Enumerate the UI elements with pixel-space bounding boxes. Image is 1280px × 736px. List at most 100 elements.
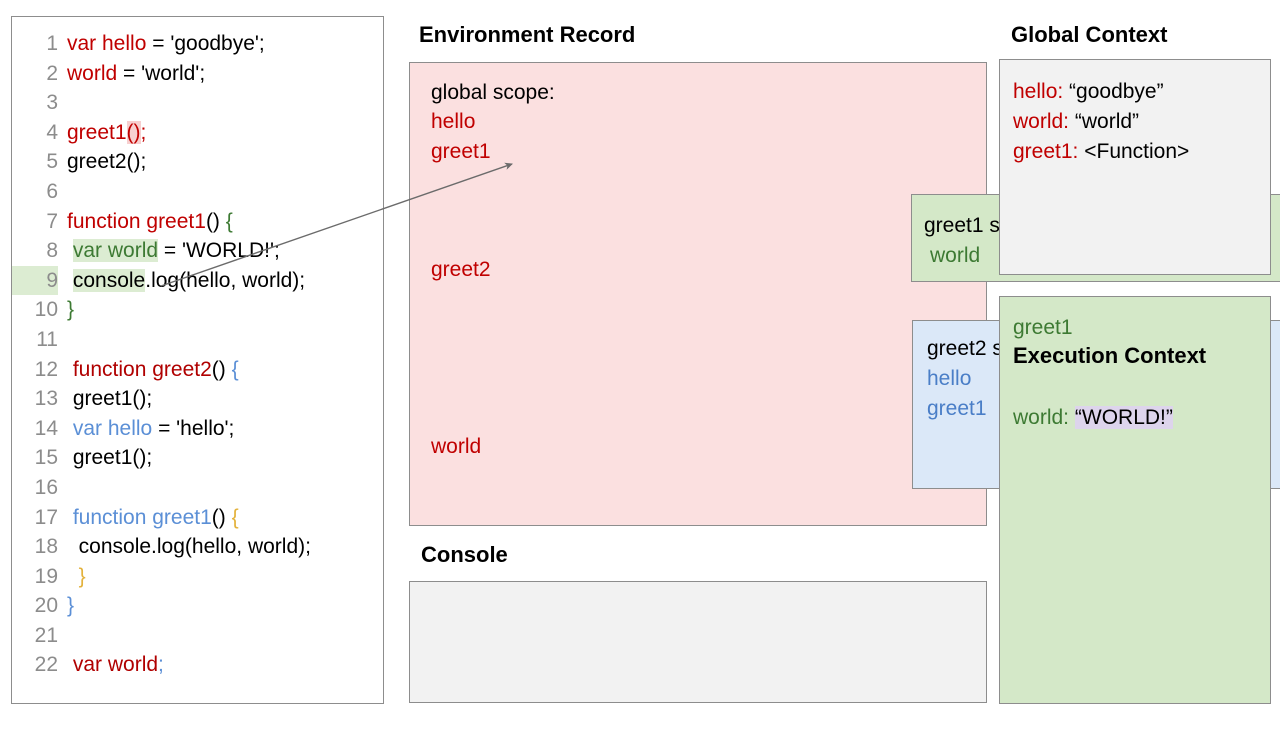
code-token: console: [72, 268, 146, 292]
global-binding-greet1: greet1: [431, 140, 491, 163]
code-line-number: 13: [34, 387, 58, 411]
code-line-number: 14: [34, 416, 58, 440]
global-context-key: greet1:: [1013, 140, 1079, 163]
code-token: {: [225, 209, 233, 233]
code-line-number: 20: [34, 594, 58, 618]
code-token: greet1();: [67, 387, 153, 411]
code-token: var world: [72, 239, 159, 263]
code-token: function greet1: [72, 505, 212, 529]
code-token: = 'goodbye';: [146, 32, 265, 55]
code-line-text: var hello = 'hello';: [58, 414, 235, 444]
code-line: 19 }: [12, 562, 383, 592]
code-line: 14 var hello = 'hello';: [12, 414, 383, 444]
code-token: [67, 565, 79, 588]
execution-context-panel: greet1 Execution Context world: “WORLD!”: [999, 296, 1271, 704]
code-token: var hello: [72, 416, 153, 440]
code-line-text: function greet1() {: [58, 503, 239, 533]
code-line: 3: [12, 88, 383, 118]
code-line-number: 15: [34, 446, 58, 470]
global-binding-hello: hello: [431, 110, 476, 133]
code-line-number: 19: [34, 564, 58, 588]
execution-context-variable-value: “WORLD!”: [1074, 406, 1173, 429]
code-token: (): [126, 120, 141, 144]
code-token: = 'hello';: [152, 416, 235, 440]
code-line: 18 console.log(hello, world);: [12, 532, 383, 562]
console-output-panel: [409, 581, 987, 703]
code-line: 21: [12, 621, 383, 651]
code-line-number: 9: [12, 265, 58, 296]
code-token: }: [78, 564, 86, 588]
code-line-number: 16: [34, 475, 58, 499]
code-line-number: 5: [46, 150, 58, 174]
code-line-text: console.log(hello, world);: [58, 266, 305, 296]
code-token: (): [211, 357, 232, 381]
code-line-number: 1: [46, 32, 58, 55]
global-context-row: world: “world”: [1013, 111, 1139, 132]
code-token: function greet2: [72, 357, 212, 381]
code-line: 13 greet1();: [12, 384, 383, 414]
code-token: greet1();: [67, 446, 153, 470]
global-context-row: hello: “goodbye”: [1013, 81, 1164, 102]
code-line-text: }: [58, 562, 86, 592]
code-line-text: function greet2() {: [58, 355, 239, 385]
code-token: function greet1: [67, 209, 206, 233]
code-token: (): [205, 209, 226, 233]
code-line-number: 4: [46, 120, 58, 144]
environment-record-panel: global scope: hello greet1 greet2 world …: [409, 62, 1280, 526]
code-line-text: greet2();: [58, 147, 146, 177]
code-line-text: var hello = 'goodbye';: [58, 29, 265, 59]
code-line-number: 6: [46, 179, 58, 203]
code-line-text: }: [58, 591, 74, 621]
code-token: greet1: [67, 120, 127, 144]
code-line-number: 2: [46, 61, 58, 85]
code-line-text: console.log(hello, world);: [58, 532, 311, 562]
code-token: = 'world';: [117, 61, 206, 85]
code-token: var hello: [67, 32, 147, 55]
code-line: 6: [12, 177, 383, 207]
code-line: 16: [12, 473, 383, 503]
code-line-text: greet1();: [58, 118, 146, 148]
global-context-key: world:: [1013, 110, 1070, 133]
global-context-value: “world”: [1074, 110, 1140, 133]
code-line-text: world = 'world';: [58, 59, 205, 89]
execution-context-function-name: greet1: [1013, 316, 1073, 339]
global-context-key: hello:: [1013, 80, 1064, 103]
code-line-number: 8: [46, 239, 58, 263]
code-token: (): [211, 505, 232, 529]
code-line: 5 greet2();: [12, 147, 383, 177]
code-line-number: 21: [34, 623, 58, 647]
code-token: greet2();: [67, 150, 147, 174]
global-binding-greet2: greet2: [431, 258, 491, 281]
global-context-value: <Function>: [1084, 140, 1190, 163]
greet1-scope-binding-world: world: [930, 244, 981, 267]
code-line-text: var world = 'WORLD!';: [58, 236, 280, 266]
code-line: 11: [12, 325, 383, 355]
code-token: ;: [158, 653, 164, 677]
code-token: .log(hello, world);: [145, 268, 306, 292]
global-scope-label: global scope:: [431, 81, 555, 104]
code-token: {: [231, 357, 239, 381]
global-binding-world: world: [431, 435, 482, 458]
code-line: 17 function greet1() {: [12, 503, 383, 533]
code-token: ;: [140, 120, 147, 144]
code-line-number: 7: [46, 209, 58, 233]
code-token: [67, 239, 73, 262]
code-line: 12 function greet2() {: [12, 355, 383, 385]
execution-context-title: Execution Context: [1013, 343, 1207, 368]
code-line-text: function greet1() {: [58, 207, 233, 237]
global-context-value: “goodbye”: [1069, 80, 1164, 103]
code-token: }: [67, 594, 75, 618]
code-line: 9 console.log(hello, world);: [12, 265, 383, 296]
code-line-text: }: [58, 295, 74, 325]
code-line-number: 22: [34, 653, 58, 677]
code-token: }: [67, 298, 75, 322]
code-token: = 'WORLD!';: [158, 239, 280, 263]
code-token: [67, 269, 73, 292]
code-line: 22 var world;: [12, 650, 383, 680]
code-line-text: greet1();: [58, 384, 152, 414]
execution-context-variable-row: world: “WORLD!”: [1013, 406, 1173, 429]
